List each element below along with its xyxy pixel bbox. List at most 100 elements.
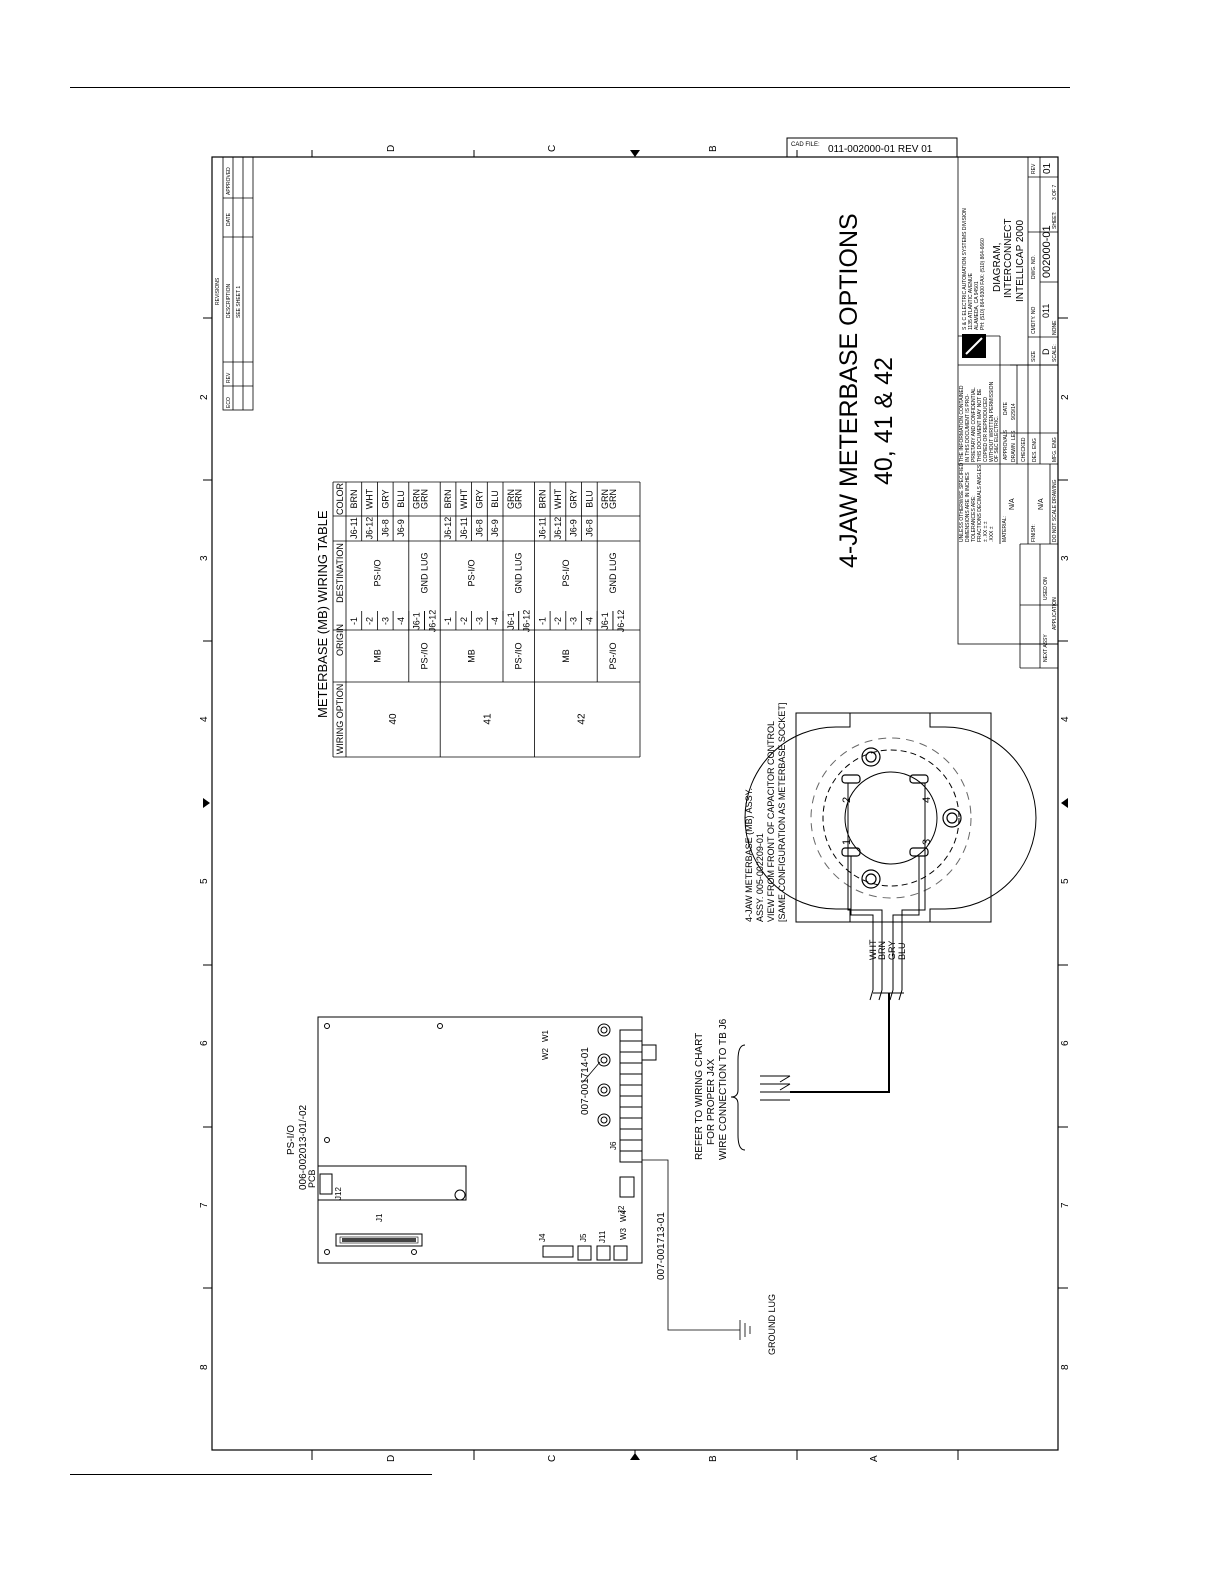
tb-rev: 01 [1042, 162, 1053, 174]
main-title: 4-JAW METERBASE OPTIONS [835, 213, 863, 568]
table-cell-origin: MB [561, 649, 571, 663]
tb-used-on: USED ON [1043, 577, 1049, 600]
table-cell-color: GRN [506, 489, 516, 509]
zone-row-left-5: 5 [199, 878, 210, 884]
tb-prop-6: WITHOUT WRITTEN PERMISSION [989, 381, 995, 462]
ground-lug-label: GROUND LUG [767, 1294, 777, 1355]
table-header-color: COLOR [335, 483, 345, 516]
jaw-labels: 1 2 3 4 [841, 797, 933, 845]
title-block [957, 156, 1059, 669]
wiring-note: REFER TO WIRING CHART FOR PROPER J4X WIR… [694, 1018, 729, 1160]
wire-label-brn: BRN [877, 941, 887, 960]
wiring-table: WIRING OPTIONORIGINDESTINATIONCOLOR-1J6-… [332, 481, 641, 758]
tb-dwg: 002000-01 [1041, 225, 1053, 278]
meterbase-caption-2: ASSY. 005-002209-01 [755, 833, 765, 922]
board-leaders [582, 1061, 751, 1340]
tb-scale: NONE [1052, 320, 1058, 335]
note-line-1: REFER TO WIRING CHART [694, 1033, 705, 1160]
table-cell-pin: J6-12 [522, 610, 532, 633]
tb-material: N/A [1009, 498, 1016, 510]
table-cell-dest-pin: J6-11 [349, 517, 359, 539]
zone-row-left-7: 7 [199, 1202, 210, 1208]
label-w4: W4 [619, 1209, 628, 1222]
table-cell-pin: -1 [349, 617, 359, 625]
title-block-text: UNLESS OTHERWISE SPECIFIED DIMENSIONS AR… [959, 162, 1058, 662]
tb-tol-1: UNLESS OTHERWISE SPECIFIED [959, 462, 965, 542]
company-logo-icon [962, 334, 986, 358]
meterbase-caption-1: 4-JAW METERBASE (MB) ASSY. [744, 788, 754, 922]
table-cell-origin: MB [467, 649, 477, 663]
rev-col-eco: ECO [226, 397, 232, 408]
meterbase-wires [760, 782, 926, 1101]
revisions-title: REVISIONS [215, 277, 221, 305]
table-cell-dest: PS-I/O [467, 559, 477, 586]
cad-file-value: 011-002000-01 REV 01 [828, 144, 933, 155]
zone-row-left-4: 4 [199, 716, 210, 722]
rev-col-date: DATE [226, 212, 232, 226]
table-header-option: WIRING OPTION [335, 684, 345, 755]
tb-checked: CHECKED [1021, 437, 1027, 462]
zone-row-labels: 2 3 4 5 6 7 8 2 3 4 5 6 7 8 [199, 394, 1071, 1370]
jaw-1-label: 1 [841, 839, 853, 845]
ps-io-part: 006-002013-01/-02 [298, 1104, 309, 1190]
zone-col-top-d: D [386, 145, 397, 152]
table-cell-dest-pin: J6-8 [380, 519, 390, 537]
rev-col-desc: DESCRIPTION [226, 283, 232, 318]
label-j6: J6 [609, 1141, 618, 1150]
table-cell-dest-pin: J6-12 [553, 517, 563, 540]
label-j4: J4 [538, 1233, 547, 1242]
zone-col-bot-a: A [869, 1455, 880, 1462]
table-cell-color: WHT [553, 488, 563, 509]
table-cell-pin: -3 [380, 617, 390, 625]
revisions-text: REVISIONS ECO REV DESCRIPTION DATE APPRO… [215, 167, 242, 408]
tb-tol-4: FRACTIONS DECIMALS ANGLES [977, 464, 983, 542]
label-w2: W2 [541, 1047, 550, 1060]
meterbase-caption-3: VIEW FROM FRONT OF CAPACITOR CONTROL [766, 721, 776, 922]
table-cell-color: BRN [443, 489, 453, 508]
tb-prop-4: THIS DOCUMENT MAY NOT BE [977, 388, 983, 462]
zone-row-left-2: 2 [199, 394, 210, 400]
tb-company-3: ALAMEDA, CA 94501 [974, 281, 980, 330]
rev-col-rev: REV [226, 372, 232, 383]
table-cell-dest: PS-I/O [372, 559, 382, 586]
table-cell-dest: GND LUG [608, 552, 618, 593]
zone-row-right-6: 6 [1060, 1040, 1071, 1046]
tb-dwg-label: DWG. NO. [1031, 255, 1037, 279]
cad-file-box: CAD FILE: 011-002000-01 REV 01 [786, 137, 958, 158]
zone-arrows [203, 150, 1068, 1460]
zone-col-labels: D C B D C B A [386, 145, 880, 1462]
table-cell-origin: PS-/IO [514, 642, 524, 669]
table-cell-color: GRY [569, 489, 579, 508]
wiring-table-title: METERBASE (MB) WIRING TABLE [315, 510, 330, 718]
table-cell-dest-pin: J6-12 [443, 517, 453, 540]
tb-sheet-label: SHEET: [1052, 211, 1058, 229]
zone-row-right-4: 4 [1060, 716, 1071, 722]
zone-row-right-2: 2 [1060, 394, 1071, 400]
table-cell-pin: J6-1 [600, 612, 610, 630]
tb-title-2: INTERCONNECT [1003, 219, 1014, 298]
table-cell-pin: J6-12 [616, 610, 626, 633]
tb-prop-1: THE INFORMATION CONTAINED [959, 385, 965, 462]
ps-io-board [317, 1016, 657, 1264]
table-cell-color: WHT [459, 488, 469, 509]
table-cell-color: BLU [396, 490, 406, 508]
table-cell-dest: PS-I/O [561, 559, 571, 586]
tb-drawn-by: LES [1011, 430, 1017, 440]
table-cell-pin: -1 [537, 617, 547, 625]
tb-date-col: DATE [1003, 401, 1009, 415]
zone-row-right-5: 5 [1060, 878, 1071, 884]
label-j2: J2 [617, 1205, 626, 1214]
table-cell-dest-pin: J6-11 [537, 517, 547, 539]
table-cell-option: 42 [577, 713, 588, 725]
table-cell-color: GRN [608, 489, 618, 509]
meterbase-caption: 4-JAW METERBASE (MB) ASSY. ASSY. 005-002… [744, 703, 787, 922]
table-cell-dest-pin: J6-9 [569, 519, 579, 537]
zone-row-right-7: 7 [1060, 1202, 1071, 1208]
cad-file-label: CAD FILE: [791, 142, 820, 148]
meterbase-jaws [841, 747, 962, 889]
tb-prop-5: COPIED OR REPRODUCED [983, 397, 989, 462]
rev-col-approved: APPROVED [226, 167, 232, 195]
table-cell-color: GRY [380, 489, 390, 508]
tb-tol-6: .XXX ± [989, 526, 995, 542]
